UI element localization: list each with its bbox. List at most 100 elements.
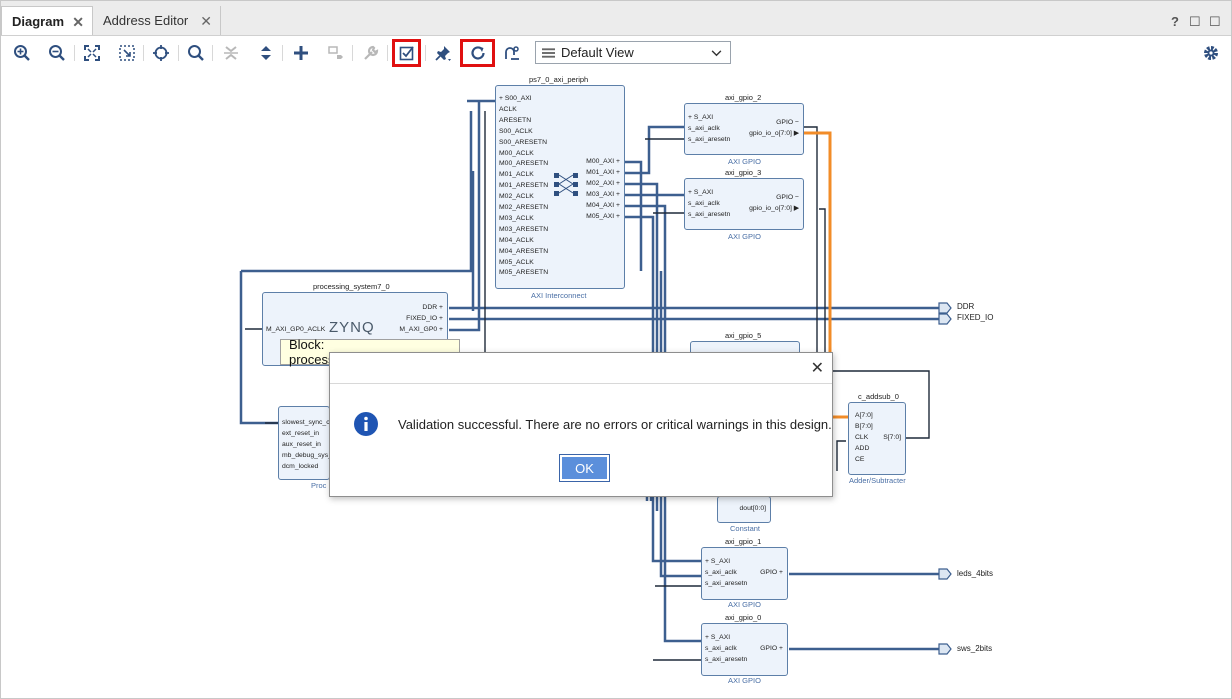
port-label: B[7:0]	[855, 423, 873, 430]
port-label: s_axi_aclk	[705, 569, 737, 576]
add-ip-button[interactable]	[288, 40, 314, 66]
center-button[interactable]	[148, 40, 174, 66]
diagram-settings-button[interactable]	[1198, 40, 1224, 66]
zoom-area-icon	[119, 45, 135, 61]
port-label: CE	[855, 456, 865, 463]
block-subtitle: Proc	[311, 481, 327, 490]
gear-icon	[1204, 46, 1218, 60]
interconnect-port-m02_aresetn: M02_ARESETN	[499, 204, 549, 211]
port-label: dcm_locked	[282, 463, 319, 470]
interconnect-port-aresetn: ARESETN	[499, 116, 532, 124]
validate-design-button[interactable]	[392, 39, 421, 67]
diagram-canvas[interactable]: DDR FIXED_IO leds_4bits sws_2bits ps7_0_…	[1, 71, 1231, 698]
external-port-leds[interactable]: leds_4bits	[957, 569, 994, 578]
block-title: axi_gpio_3	[725, 168, 762, 177]
ok-button-label: OK	[562, 457, 607, 479]
settings-button[interactable]	[358, 40, 384, 66]
interconnect-port-m05_axi: M05_AXI +	[586, 212, 620, 220]
interconnect-port-m03_axi: M03_AXI +	[586, 190, 620, 198]
view-selector-dropdown[interactable]: Default View	[535, 41, 731, 64]
external-port-ddr[interactable]: DDR	[957, 302, 975, 311]
regenerate-layout-button[interactable]	[460, 39, 495, 67]
close-icon[interactable]: ✕	[810, 360, 824, 377]
restore-icon[interactable]: ☐	[1189, 14, 1201, 29]
route-button[interactable]	[499, 40, 525, 66]
route-icon	[505, 46, 519, 60]
list-icon	[542, 47, 555, 58]
proc-sys-reset-block[interactable]: slowest_sync_clk ext_reset_in aux_reset_…	[278, 406, 339, 480]
port-label: M_AXI_GP0_ACLK	[266, 326, 326, 333]
port-label: s_axi_aclk	[705, 645, 737, 652]
block-subtitle: AXI Interconnect	[531, 291, 587, 300]
zoom-fit-button[interactable]	[79, 40, 105, 66]
ok-button[interactable]: OK	[559, 454, 610, 482]
interconnect-port-m05_aresetn: M05_ARESETN	[499, 269, 549, 277]
port-label: GPIO	[776, 194, 794, 201]
interconnect-port-m04_aclk: M04_ACLK	[499, 236, 534, 244]
interconnect-port-m04_axi: M04_AXI +	[586, 201, 620, 209]
interconnect-port-m03_aresetn: M03_ARESETN	[499, 225, 549, 233]
port-label: dout[0:0]	[739, 505, 766, 512]
port-label: S_AXI	[710, 634, 731, 641]
pin-button[interactable]	[430, 40, 456, 66]
port-label: S_AXI	[693, 114, 714, 121]
expand-button[interactable]	[253, 40, 279, 66]
maximize-icon[interactable]: ☐	[1209, 14, 1221, 29]
interconnect-port-m00_aresetn: M00_ARESETN	[499, 160, 549, 168]
collapse-button[interactable]	[218, 40, 244, 66]
axi-gpio-1-block[interactable]: + S_AXI s_axi_aclk s_axi_aresetn GPIO +	[701, 547, 788, 600]
interconnect-port-aclk: ACLK	[499, 105, 517, 113]
external-port-sws[interactable]: sws_2bits	[957, 644, 993, 653]
adder-subtracter-block[interactable]: A[7:0] B[7:0] CLK ADD CE S[7:0]	[848, 402, 906, 475]
external-port-fixed-io[interactable]: FIXED_IO	[957, 313, 994, 322]
port-label: GPIO	[760, 569, 778, 576]
crosshair-icon	[153, 45, 169, 61]
interconnect-port-s00_aclk: S00_ACLK	[499, 127, 533, 135]
zoom-area-button[interactable]	[114, 40, 140, 66]
zynq-logo: ZYNQ	[329, 319, 375, 336]
plus-icon	[294, 46, 308, 60]
port-label: s_axi_aresetn	[705, 656, 748, 663]
dialog-header: ✕	[330, 353, 832, 384]
port-label: GPIO	[776, 119, 794, 126]
interconnect-port-m01_aresetn: M01_ARESETN	[499, 182, 549, 190]
constant-block[interactable]: dout[0:0]	[717, 496, 771, 523]
interconnect-port-m04_aresetn: M04_ARESETN	[499, 247, 549, 255]
validate-icon	[399, 46, 414, 61]
validation-dialog: ✕ Validation successful. There are no er…	[329, 352, 833, 497]
axi-gpio-3-block[interactable]: + S_AXI s_axi_aclk s_axi_aresetn GPIO − …	[684, 178, 804, 230]
axi-gpio-0-block[interactable]: + S_AXI s_axi_aclk s_axi_aresetn GPIO +	[701, 623, 788, 676]
search-button[interactable]	[183, 40, 209, 66]
close-icon[interactable]: ✕	[72, 14, 84, 30]
interconnect-port-m02_axi: M02_AXI +	[586, 179, 620, 187]
port-label: s_axi_aresetn	[688, 211, 731, 218]
port-label: gpio_io_o[7:0]	[749, 130, 792, 137]
search-icon	[188, 45, 204, 61]
port-label: aux_reset_in	[282, 441, 321, 448]
close-icon[interactable]: ✕	[200, 13, 212, 29]
zoom-out-button[interactable]	[44, 40, 70, 66]
port-label: A[7:0]	[855, 412, 873, 419]
tab-diagram[interactable]: Diagram ✕	[1, 6, 93, 35]
block-title: axi_gpio_2	[725, 93, 762, 102]
port-label: CLK	[855, 434, 869, 441]
port-label: S_AXI	[693, 189, 714, 196]
port-label: GPIO	[760, 645, 778, 652]
block-title: processing_system7_0	[313, 282, 390, 291]
zoom-in-button[interactable]	[9, 40, 35, 66]
zoom-out-icon	[49, 45, 65, 61]
interconnect-port-m03_aclk: M03_ACLK	[499, 214, 534, 222]
port-label: M_AXI_GP0	[399, 326, 438, 333]
wrench-icon	[364, 45, 379, 60]
help-icon[interactable]: ?	[1171, 14, 1179, 29]
collapse-icon	[224, 46, 238, 60]
make-external-button[interactable]	[323, 40, 349, 66]
tab-address-editor[interactable]: Address Editor ✕	[93, 6, 221, 35]
port-label: s_axi_aresetn	[705, 580, 748, 587]
crossbar-icon	[554, 173, 578, 196]
port-label: s_axi_aresetn	[688, 136, 731, 143]
tab-bar: Diagram ✕ Address Editor ✕ ? ☐ ☐	[1, 1, 1231, 36]
axi-gpio-2-block[interactable]: + S_AXI s_axi_aclk s_axi_aresetn GPIO − …	[684, 103, 804, 155]
pin-icon	[435, 46, 451, 61]
